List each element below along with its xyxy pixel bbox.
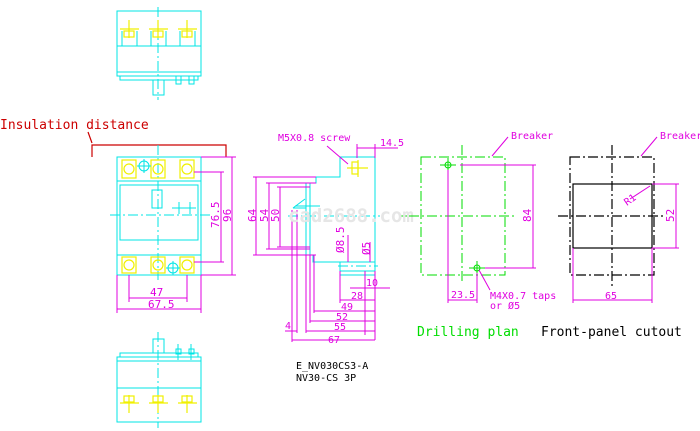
svg-text:Ø8.5: Ø8.5 <box>334 227 347 254</box>
terminal-block-top <box>121 159 195 179</box>
drilling-plan-title: Drilling plan <box>417 325 519 340</box>
breaker-label: Breaker <box>660 131 700 142</box>
front-panel-cutout: 52 65 R1 Breaker Front-panel cutout <box>541 131 700 340</box>
watermark: cad2688.com <box>288 205 414 227</box>
svg-text:47: 47 <box>150 286 163 299</box>
terminal-screw-icon <box>120 20 139 46</box>
terminal-screw-icon <box>149 395 168 413</box>
side-view: M5X0.8 screw 14.5 64 54 50 Ø8.5 Ø5 10 28 <box>246 133 410 384</box>
screw-icon <box>347 160 368 177</box>
top-view <box>116 7 202 100</box>
model-name: NV30-CS 3P <box>296 373 356 384</box>
svg-text:96: 96 <box>221 209 234 222</box>
taps-label: M4X0.7 taps <box>490 291 556 302</box>
front-panel-cutout-title: Front-panel cutout <box>541 325 682 340</box>
svg-text:Ø5: Ø5 <box>360 242 373 255</box>
tap-hole-icon <box>469 261 485 275</box>
drilling-plan: 84 23.5 M4X0.7 taps or Ø5 Breaker Drilli… <box>409 131 556 340</box>
screw-label: M5X0.8 screw <box>278 133 351 144</box>
breaker-label: Breaker <box>511 131 553 142</box>
svg-text:76.5: 76.5 <box>209 202 222 229</box>
terminal-screw-icon <box>178 20 197 46</box>
svg-text:84: 84 <box>521 208 534 222</box>
svg-text:23.5: 23.5 <box>451 290 475 301</box>
insulation-distance-label: Insulation distance <box>0 118 149 133</box>
front-dimensions: 76.5 96 47 67.5 <box>116 156 236 313</box>
front-view: 76.5 96 47 67.5 <box>110 145 236 313</box>
svg-text:55: 55 <box>334 322 346 333</box>
terminal-screw-icon <box>178 395 197 413</box>
svg-text:64: 64 <box>246 208 259 222</box>
model-code: E_NV030CS3-A <box>296 361 368 372</box>
svg-text:67.5: 67.5 <box>148 298 175 311</box>
svg-text:54: 54 <box>258 208 271 222</box>
bottom-view <box>116 332 202 428</box>
svg-text:52: 52 <box>664 209 677 222</box>
svg-text:65: 65 <box>605 291 617 302</box>
insulation-distance: Insulation distance <box>0 118 227 157</box>
svg-text:67: 67 <box>328 335 340 346</box>
terminal-screw-icon <box>120 395 139 413</box>
svg-text:10: 10 <box>366 278 378 289</box>
svg-text:52: 52 <box>336 312 348 323</box>
svg-text:28: 28 <box>351 291 363 302</box>
svg-text:4: 4 <box>285 321 291 332</box>
taps-label-2: or Ø5 <box>490 300 520 312</box>
tap-hole-icon <box>440 158 456 172</box>
svg-text:14.5: 14.5 <box>380 138 404 149</box>
svg-text:50: 50 <box>269 209 282 222</box>
terminal-screw-icon <box>149 20 168 46</box>
terminal-block-bottom <box>121 256 195 275</box>
svg-text:49: 49 <box>341 302 353 313</box>
